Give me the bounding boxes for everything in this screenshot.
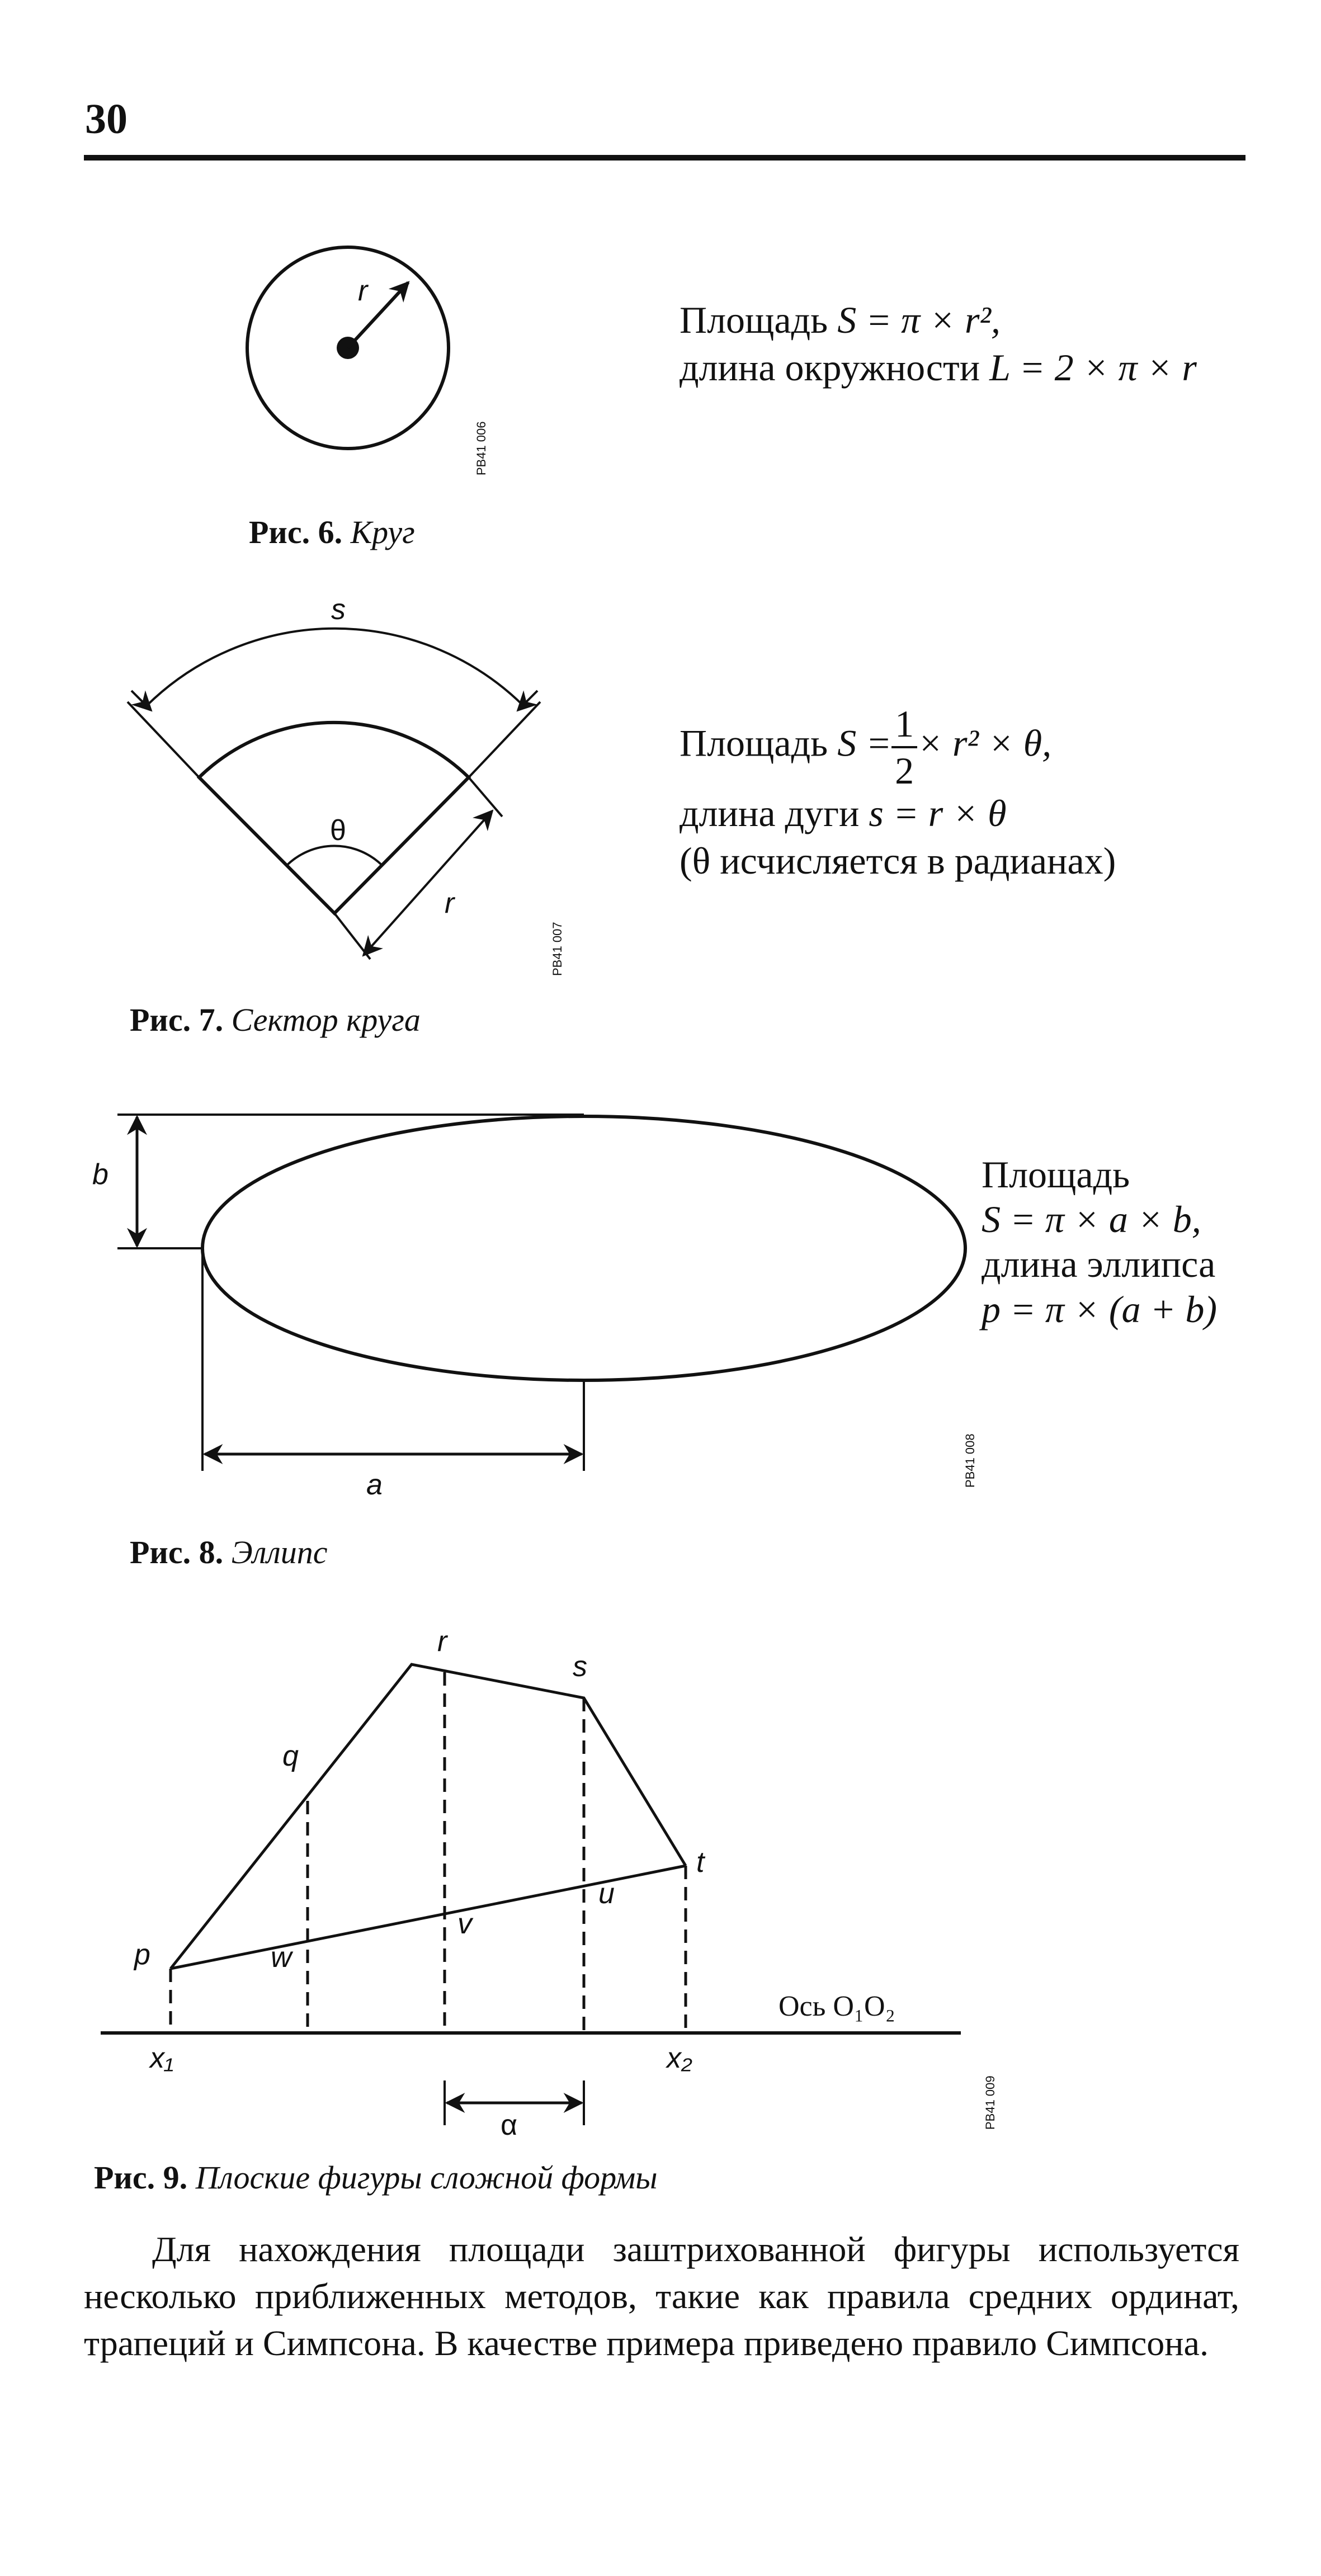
fig9-label-w: w <box>271 1941 292 1974</box>
fig9-complex-figure-drawing <box>101 1663 961 2125</box>
fig8-caption: Рис. 8. Эллипс <box>130 1534 328 1570</box>
fig6-formula-area-line: Площадь S = π × r², <box>680 299 1001 341</box>
fig7-formula-note: (θ исчисляется в радианах) <box>680 839 1116 882</box>
fig6-circle-drawing <box>246 246 450 450</box>
fig8-formula: Площадь S = π × a × b, длина эллипса p =… <box>982 1152 1217 1332</box>
header-rule <box>84 155 1245 161</box>
fig8-ellipse-drawing <box>117 1114 967 1471</box>
fig9-label-r: r <box>437 1625 447 1658</box>
fig8-code: PB41 008 <box>963 1433 977 1488</box>
body-paragraph: Для нахождения площади заштрихованной фи… <box>84 2229 1239 2363</box>
fig6-formula-length-line: длина окружности L = 2 × π × r <box>680 346 1197 389</box>
fig6-label-r: r <box>358 275 368 307</box>
fig9-label-x2: x₂ <box>667 2042 692 2074</box>
fig9-axis-label: Ось O₁O₂ <box>779 1990 895 2022</box>
fig8-formula-line3: длина эллипса <box>982 1243 1216 1286</box>
fig9-label-t: t <box>696 1846 705 1879</box>
fig6-code: PB41 006 <box>474 421 488 475</box>
fig9-label-q: q <box>282 1740 299 1772</box>
fig6-caption: Рис. 6. Круг <box>249 514 415 550</box>
fig9-label-u: u <box>598 1877 615 1910</box>
fig7-code: PB41 007 <box>550 922 564 976</box>
fig9-label-s: s <box>573 1650 587 1683</box>
fig9-label-alpha: α <box>501 2109 518 2141</box>
fig9-label-v: v <box>457 1908 472 1940</box>
fig7-caption: Рис. 7. Сектор круга <box>130 1002 421 1038</box>
fig8-formula-line2: S = π × a × b, <box>982 1198 1201 1241</box>
fig8-label-b: b <box>92 1158 108 1191</box>
fig9-code: PB41 009 <box>983 2075 997 2130</box>
fig6-formula: Площадь S = π × r², длина окружности L =… <box>680 296 1197 391</box>
fig8-formula-line4: p = π × (a + b) <box>982 1287 1218 1331</box>
fig9-label-x1: x₁ <box>150 2042 174 2074</box>
page-number: 30 <box>85 96 128 143</box>
fig8-label-a: a <box>366 1469 383 1501</box>
fig7-label-theta: θ <box>330 814 346 847</box>
fig7-label-s: s <box>331 593 346 626</box>
fig8-formula-line1: Площадь <box>982 1153 1130 1196</box>
fig9-caption: Рис. 9. Плоские фигуры сложной формы <box>94 2159 658 2196</box>
fig9-label-p: p <box>134 1938 150 1971</box>
fig7-label-r: r <box>445 887 455 919</box>
fig7-sector-drawing <box>126 627 541 960</box>
fig7-formula-arc-line: длина дуги s = r × θ <box>680 792 1007 834</box>
